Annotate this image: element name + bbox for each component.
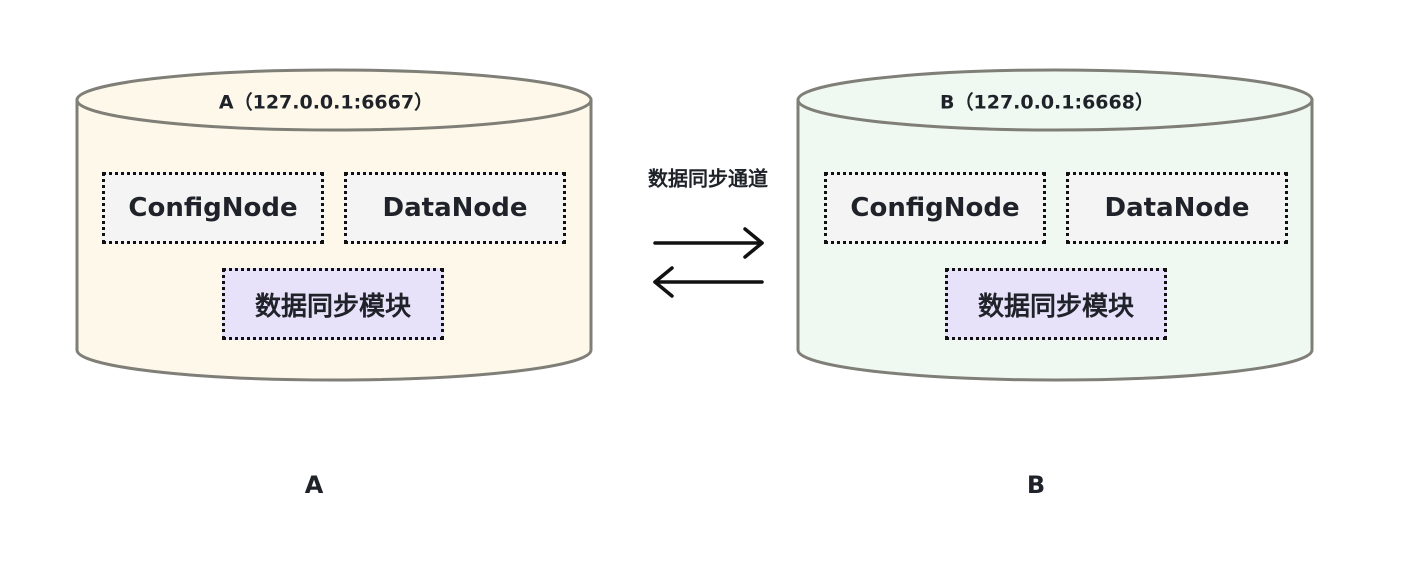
cluster-b-sync-module: 数据同步模块	[945, 268, 1167, 340]
cluster-b-title: B（127.0.0.1:6668）	[940, 91, 1154, 114]
left-arrow	[653, 266, 764, 298]
right-arrow	[653, 227, 764, 259]
cluster-b-confignode: ConfigNode	[824, 172, 1046, 244]
cluster-a-title: A（127.0.0.1:6667）	[218, 91, 434, 114]
cluster-b-caption: B	[1026, 471, 1046, 499]
cluster-a-confignode: ConfigNode	[102, 172, 324, 244]
cylinder-b	[796, 68, 1314, 382]
cylinder-b-top	[796, 68, 1314, 132]
cluster-a-sync-module: 数据同步模块	[222, 268, 444, 340]
cylinder-a-body	[75, 98, 593, 382]
cluster-a-caption: A	[304, 471, 324, 499]
cylinder-a-top	[75, 68, 593, 132]
cluster-a-datanode: DataNode	[344, 172, 566, 244]
cylinder-b-body	[796, 98, 1314, 382]
sync-channel-label: 数据同步通道	[648, 166, 768, 191]
cylinder-a	[75, 68, 593, 382]
cluster-b-datanode: DataNode	[1066, 172, 1288, 244]
